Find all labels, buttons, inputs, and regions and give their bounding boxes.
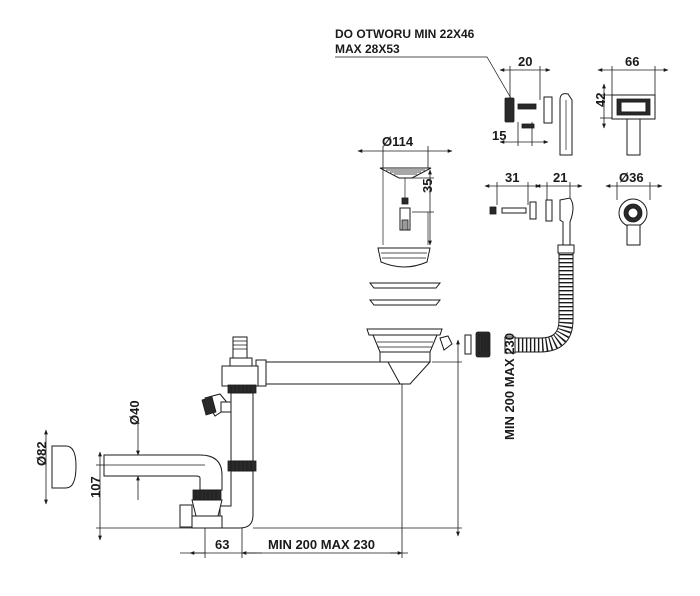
tee-group <box>179 336 259 529</box>
trap-nut-ribs <box>195 490 217 500</box>
trap-outlet-stub <box>179 504 193 528</box>
outlet-overflow-port <box>439 335 453 351</box>
strainer-group: Ø114 35 <box>357 134 453 268</box>
connector-screw <box>501 207 527 214</box>
side-inlet-joint <box>220 401 232 413</box>
rosette-group: Ø82 <box>34 429 77 505</box>
hose-body <box>505 250 573 352</box>
side-inlet-nut <box>201 396 217 416</box>
dim-35-label: 35 <box>420 179 435 193</box>
dishwasher-inlet-ribs <box>233 340 247 350</box>
rosette <box>51 445 77 489</box>
dim-15-label: 15 <box>492 128 506 143</box>
connector-washer-1 <box>529 201 537 220</box>
connector-washer-2 <box>545 199 553 222</box>
dim-114-label: Ø114 <box>382 134 414 149</box>
tee-upper-nut <box>227 384 257 394</box>
strainer-basket-lines <box>386 169 425 175</box>
trap-base <box>191 515 223 529</box>
dim-42-label: 42 <box>593 93 608 107</box>
hose-end-top <box>557 244 575 254</box>
strainer-plug-shade <box>401 219 409 231</box>
hose-nut <box>475 331 491 358</box>
overflow-connector-group: 31 21 Ø36 <box>484 170 663 246</box>
strainer-stem-nut <box>401 197 409 205</box>
arm-pipe <box>261 361 411 385</box>
overflow-pipe-front <box>626 118 641 156</box>
wall-pipe-group: Ø40 <box>103 400 223 500</box>
strainer-body-lines <box>381 252 427 259</box>
hose-gasket <box>464 334 472 355</box>
gasket-1 <box>368 282 442 289</box>
overflow-opening-inner <box>620 101 647 113</box>
dim-21-label: 21 <box>553 170 567 185</box>
main-outlet-group <box>255 328 491 387</box>
overflow-seal <box>543 96 553 124</box>
dim-36-label: Ø36 <box>619 170 644 185</box>
strainer-basket <box>379 167 432 179</box>
dim-31-label: 31 <box>505 170 519 185</box>
overflow-screw <box>517 103 537 110</box>
overflow-part-group: 20 15 66 42 <box>492 54 669 156</box>
hose-outline <box>505 250 574 353</box>
dim-200-230-vertical-label: MIN 200 MAX 230 <box>502 333 517 440</box>
dim-66-label: 66 <box>625 54 639 69</box>
tee-upper-body <box>221 365 259 387</box>
dishwasher-inlet-base <box>229 357 253 367</box>
note-leader <box>335 56 513 101</box>
dim-107-label: 107 <box>88 476 103 498</box>
outlet-nut <box>379 351 431 363</box>
arm-pipe-elbow <box>387 361 432 385</box>
dim-63-label: 63 <box>215 537 229 552</box>
note-line-2: MAX 28X53 <box>335 42 400 56</box>
small-screw <box>521 123 535 129</box>
tee-lower-nut <box>227 460 257 472</box>
hose-end-left <box>504 336 516 354</box>
connector-elbow-side <box>559 197 574 246</box>
tee-upper-nut-ribs <box>230 385 252 393</box>
outlet-flange <box>366 328 443 336</box>
corrugated-hose <box>504 244 575 354</box>
outlet-body-lines <box>377 341 433 348</box>
dim-40-label: Ø40 <box>127 400 142 425</box>
wall-pipe-bend <box>103 454 223 491</box>
trap-nut <box>192 489 222 501</box>
strainer-body-ring <box>377 247 431 268</box>
connector-nut <box>489 206 497 215</box>
connector-round-core <box>627 207 639 219</box>
note-line-1: DO OTWORU MIN 22X46 <box>335 27 475 41</box>
trap-bend <box>219 470 254 529</box>
connector-round-stem <box>626 224 641 246</box>
dim-200-230-horizontal-label: MIN 200 MAX 230 <box>268 537 375 552</box>
tee-lower-nut-ribs <box>230 461 252 471</box>
gasket-2 <box>368 299 442 306</box>
standpipe <box>230 392 254 462</box>
dishwasher-inlet <box>232 336 248 360</box>
dim-20-label: 20 <box>518 54 532 69</box>
hose-nut-ribs <box>478 334 489 355</box>
trap-cup <box>191 499 223 517</box>
overflow-gasket <box>504 97 515 123</box>
dim-82-label: Ø82 <box>34 441 49 466</box>
